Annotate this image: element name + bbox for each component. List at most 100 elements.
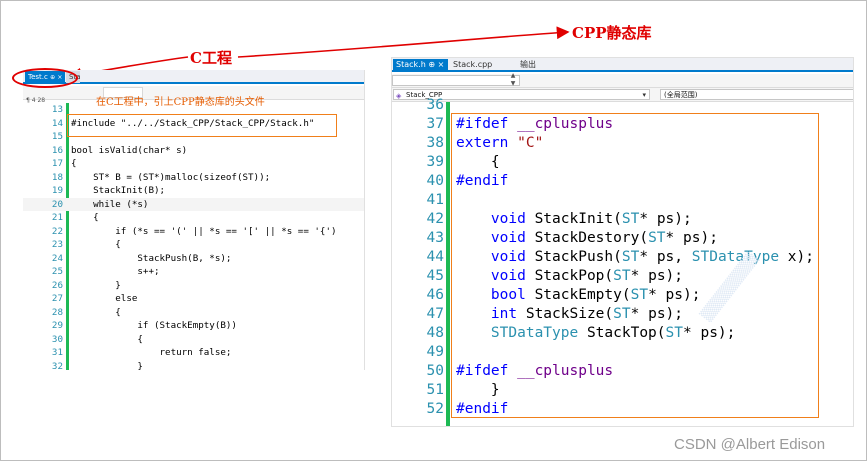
chevron-down-icon[interactable]: ▾	[642, 91, 646, 99]
code-line[interactable]: 30 {	[23, 333, 364, 347]
code-text[interactable]: void StackDestory(ST* ps);	[456, 229, 718, 248]
code-line[interactable]: 46 bool StackEmpty(ST* ps);	[392, 286, 853, 305]
code-line[interactable]: 24 StackPush(B, *s);	[23, 252, 364, 266]
spin-arrows-icon[interactable]: ▲▼	[510, 72, 516, 87]
code-line[interactable]: 32 }	[23, 360, 364, 371]
line-number: 17	[51, 158, 63, 169]
code-text[interactable]: {	[71, 306, 121, 318]
code-text[interactable]: void StackPop(ST* ps);	[456, 267, 683, 286]
code-line[interactable]: 37#ifdef __cplusplus	[392, 115, 853, 134]
tab-output[interactable]: 输出	[520, 60, 536, 69]
code-line[interactable]: 29 if (StackEmpty(B))	[23, 319, 364, 333]
code-text[interactable]: #endif	[456, 172, 508, 191]
code-token: extern	[456, 135, 518, 151]
code-token: __cplusplus	[517, 116, 614, 132]
code-text[interactable]: bool isValid(char* s)	[71, 144, 188, 156]
code-line[interactable]: 13	[23, 103, 364, 117]
line-number: 50	[426, 363, 444, 379]
code-text[interactable]: #endif	[456, 400, 508, 419]
code-text[interactable]: if (StackEmpty(B))	[71, 320, 237, 331]
code-line[interactable]: 14#include "../../Stack_CPP/Stack_CPP/St…	[23, 117, 364, 131]
code-text[interactable]: #ifdef __cplusplus	[456, 115, 613, 134]
code-token: ST	[613, 268, 631, 284]
code-line[interactable]: 42 void StackInit(ST* ps);	[392, 210, 853, 229]
line-number: 47	[426, 306, 444, 322]
code-line[interactable]: 27 else	[23, 292, 364, 306]
code-line[interactable]: 15	[23, 130, 364, 144]
code-line[interactable]: 28 {	[23, 306, 364, 320]
code-text[interactable]: {	[456, 153, 500, 172]
close-icon[interactable]: ×	[437, 60, 445, 69]
code-text[interactable]: StackPush(B, *s);	[71, 252, 232, 264]
code-line[interactable]: 39 {	[392, 153, 853, 172]
code-line[interactable]: 36	[392, 96, 853, 115]
code-line[interactable]: 21 {	[23, 211, 364, 225]
code-line[interactable]: 26 }	[23, 279, 364, 293]
line-number: 46	[426, 287, 444, 303]
code-text[interactable]: while (*s)	[71, 198, 149, 210]
code-line[interactable]: 52#endif	[392, 400, 853, 419]
code-line[interactable]: 47 int StackSize(ST* ps);	[392, 305, 853, 324]
code-text[interactable]: void StackInit(ST* ps);	[456, 210, 692, 229]
code-text[interactable]: ST* B = (ST*)malloc(sizeof(ST));	[71, 171, 271, 183]
code-text[interactable]: StackInit(B);	[71, 185, 166, 196]
scope-nav-dropdown[interactable]: (全局范围)	[660, 89, 853, 100]
code-text[interactable]: extern "C"	[456, 134, 543, 153]
code-text[interactable]: #ifdef __cplusplus	[456, 362, 613, 381]
code-token: * ps);	[639, 211, 692, 227]
line-number: 21	[51, 212, 63, 223]
code-text[interactable]: }	[71, 360, 143, 371]
code-line[interactable]: 49	[392, 343, 853, 362]
code-text[interactable]: }	[456, 381, 500, 400]
line-number: 39	[426, 154, 444, 170]
code-text[interactable]: STDataType StackTop(ST* ps);	[456, 324, 735, 343]
code-text[interactable]: {	[71, 212, 99, 223]
code-token: ST	[613, 306, 631, 322]
line-number: 24	[51, 252, 63, 264]
code-line[interactable]: 45 void StackPop(ST* ps);	[392, 267, 853, 286]
code-line[interactable]: 48 STDataType StackTop(ST* ps);	[392, 324, 853, 343]
code-line[interactable]: 25 s++;	[23, 265, 364, 279]
code-line[interactable]: 20 while (*s)	[23, 197, 364, 211]
code-line[interactable]: 50 #ifdef __cplusplus	[392, 362, 853, 381]
code-text[interactable]: }	[71, 279, 121, 291]
line-number: 15	[51, 131, 63, 142]
class-icon: ◈	[396, 92, 402, 100]
project-nav-dropdown[interactable]: ◈ Stack_CPP ▾	[393, 89, 650, 100]
code-line[interactable]: 51 }	[392, 381, 853, 400]
code-line[interactable]: 44 void StackPush(ST* ps, STDataType x);	[392, 248, 853, 267]
tab-stack-h[interactable]: Stack.h ⊕ ×	[393, 59, 448, 71]
code-text[interactable]: else	[71, 293, 138, 304]
code-line[interactable]: 43 void StackDestory(ST* ps);	[392, 229, 853, 248]
scope-selector[interactable]	[103, 87, 143, 98]
pin-icon[interactable]: ⊕	[428, 60, 436, 69]
line-number: 26	[51, 279, 63, 291]
code-text[interactable]: int StackSize(ST* ps);	[456, 305, 683, 324]
code-text[interactable]: #include "../../Stack_CPP/Stack_CPP/Stac…	[71, 117, 315, 129]
line-number: 19	[51, 185, 63, 196]
code-token: ST	[621, 249, 640, 265]
code-text[interactable]: if (*s == '(' || *s == '[' || *s == '{')	[71, 225, 337, 237]
code-line[interactable]: 31 return false;	[23, 346, 364, 360]
code-line[interactable]: 19 StackInit(B);	[23, 184, 364, 198]
code-line[interactable]: 41	[392, 191, 853, 210]
config-combo[interactable]	[392, 75, 520, 86]
code-token: }	[456, 382, 500, 398]
change-tracking-bar	[446, 102, 450, 426]
code-line[interactable]: 23 {	[23, 238, 364, 252]
code-token: ST	[648, 230, 666, 246]
code-text[interactable]: {	[71, 158, 77, 169]
code-text[interactable]: s++;	[71, 266, 160, 277]
code-text[interactable]: {	[71, 239, 121, 250]
code-text[interactable]: void StackPush(ST* ps, STDataType x);	[456, 248, 814, 267]
code-text[interactable]: bool StackEmpty(ST* ps);	[456, 286, 701, 305]
code-line[interactable]: 18 ST* B = (ST*)malloc(sizeof(ST));	[23, 171, 364, 185]
tab-stack-cpp[interactable]: Stack.cpp	[453, 60, 493, 69]
code-line[interactable]: 22 if (*s == '(' || *s == '[' || *s == '…	[23, 225, 364, 239]
code-text[interactable]: {	[71, 333, 143, 345]
code-line[interactable]: 17 {	[23, 157, 364, 171]
code-line[interactable]: 40#endif	[392, 172, 853, 191]
code-text[interactable]: return false;	[71, 347, 232, 358]
